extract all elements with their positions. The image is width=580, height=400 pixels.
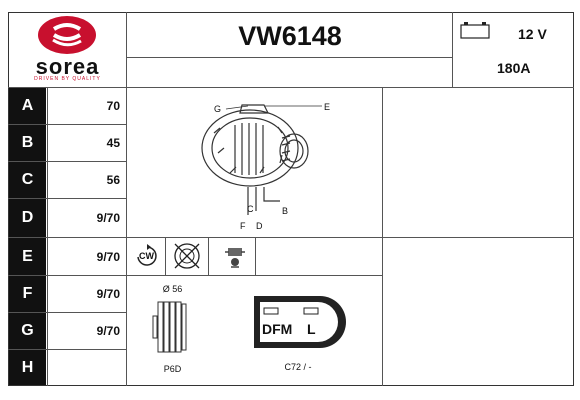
connector-drawing: DFM L <box>250 292 348 352</box>
label-b: B <box>282 206 289 216</box>
label-c: C <box>247 204 254 214</box>
dim-value-a: 70 <box>106 99 120 113</box>
dim-letter-a: A <box>9 88 46 124</box>
grid-line <box>47 87 48 386</box>
grid-line <box>8 124 126 125</box>
pulley-type: P6D <box>163 364 182 374</box>
grid-line <box>8 237 574 238</box>
dim-value-c: 56 <box>106 173 120 187</box>
dim-value-d: 9/70 <box>96 211 120 225</box>
part-number: VW6148 <box>238 20 342 51</box>
alternator-drawing: G E C B F D <box>190 93 340 235</box>
dim-value-e: 9/70 <box>96 249 120 264</box>
brand-tagline: DRIVEN BY QUALITY <box>34 76 101 82</box>
dim-letter-b: B <box>9 125 46 161</box>
grid-line <box>208 237 209 275</box>
connector-code: C72 / - <box>284 362 312 372</box>
dim-letter-f: F <box>9 276 46 312</box>
sorea-logo: sorea DRIVEN BY QUALITY <box>9 13 126 87</box>
label-d: D <box>256 221 263 231</box>
grid-line <box>8 349 126 350</box>
current-value: 180A <box>497 60 531 76</box>
battery-icon <box>460 21 490 39</box>
dim-letter-d: D <box>9 199 46 237</box>
dim-letter-g: G <box>9 313 46 349</box>
brand-name: sorea <box>35 54 100 79</box>
no-fan-icon <box>172 241 202 271</box>
label-e: E <box>324 102 331 112</box>
grid-line <box>8 198 126 199</box>
rotation-label: CW <box>139 251 154 261</box>
dim-value-b: 45 <box>106 136 120 150</box>
dim-letter-c: C <box>9 162 46 198</box>
connector-label-l: L <box>307 321 316 337</box>
label-f: F <box>240 221 246 231</box>
dim-letter-e: E <box>9 238 46 275</box>
grid-line <box>165 237 166 275</box>
grid-line <box>8 87 574 88</box>
grid-line <box>8 312 126 313</box>
grid-line <box>8 275 126 276</box>
dim-value-g: 9/70 <box>96 324 120 338</box>
grid-line <box>126 57 452 58</box>
grid-line <box>255 237 256 275</box>
voltage-value: 12 V <box>518 26 547 42</box>
grid-line <box>126 12 127 386</box>
pulley-diameter: Ø 56 <box>162 284 183 294</box>
pulley-drawing <box>150 298 190 356</box>
grid-line <box>382 87 383 386</box>
regulator-icon <box>222 242 248 270</box>
label-g: G <box>214 104 222 114</box>
dim-letter-h: H <box>9 350 46 385</box>
spec-sheet-frame <box>8 12 574 386</box>
connector-label-dfm: DFM <box>262 321 293 337</box>
dim-value-h <box>48 350 120 385</box>
dim-value-f: 9/70 <box>96 287 120 301</box>
grid-line <box>8 161 126 162</box>
grid-line <box>126 275 382 276</box>
grid-line <box>452 12 453 87</box>
rotation-direction-icon: CW <box>134 243 160 269</box>
